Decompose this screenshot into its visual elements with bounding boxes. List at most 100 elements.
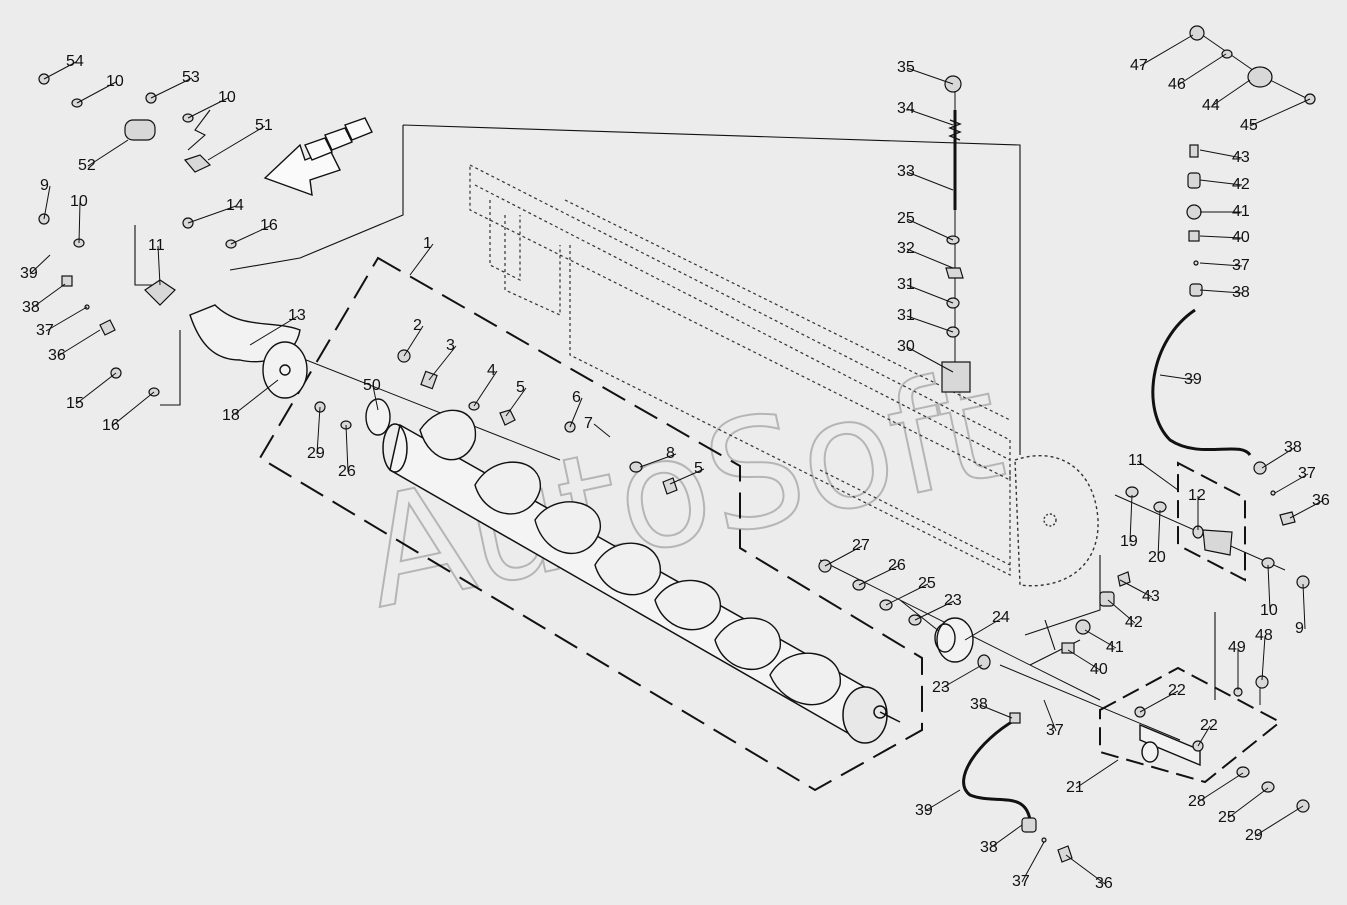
callout-leader: [1199, 289, 1243, 294]
callout-leader: [150, 77, 193, 99]
callout-label: 46: [1168, 76, 1186, 93]
callout-leader: [906, 248, 954, 269]
spring: [948, 119, 962, 141]
callout-label: 10: [1260, 602, 1278, 619]
callout-leader: [1139, 690, 1179, 713]
callout-label: 16: [102, 417, 120, 434]
callout-label: 21: [1066, 779, 1084, 796]
callout-label: 8: [666, 445, 675, 462]
callout-leader: [1107, 599, 1136, 624]
callout-leader: [403, 325, 424, 357]
callout-label: 38: [980, 839, 998, 856]
callout-label: 10: [106, 73, 124, 90]
callout-leader: [1197, 772, 1244, 803]
callout-label: 37: [1046, 722, 1064, 739]
callout-label: 5: [516, 379, 525, 396]
callout-label: 27: [852, 537, 870, 554]
header-frame: [469, 164, 1011, 576]
callout-label: 54: [66, 53, 84, 70]
callout-leader: [1119, 579, 1153, 598]
callout-label: 7: [584, 415, 593, 432]
callout-label: 25: [1218, 809, 1236, 826]
callout-leader: [824, 545, 863, 567]
callout-leader: [409, 243, 434, 276]
callout-label: 38: [1284, 439, 1302, 456]
callout-label: 11: [1128, 452, 1145, 469]
callout-leader: [43, 61, 77, 80]
callout-leader: [906, 284, 954, 304]
callout-label: 34: [897, 100, 915, 117]
callout-label: 41: [1232, 203, 1250, 220]
leader-lines: [134, 109, 1216, 700]
callout-leader: [906, 346, 954, 373]
callout-label: 53: [182, 69, 200, 86]
callout-leader: [1274, 473, 1309, 494]
callout-label: 9: [40, 177, 49, 194]
callout-leader: [906, 218, 954, 241]
callout-label: 9: [1295, 620, 1304, 637]
callout-label: 36: [48, 347, 66, 364]
callout-label: 40: [1090, 661, 1108, 678]
callout-leader: [1065, 854, 1106, 885]
callout-label: 42: [1232, 176, 1250, 193]
callout-label: 15: [66, 395, 84, 412]
callout-label: 52: [78, 157, 96, 174]
callout-label: 5: [694, 460, 703, 477]
callout-leader: [1084, 629, 1117, 649]
callout-leader: [1199, 149, 1243, 159]
callout-label: 42: [1125, 614, 1143, 631]
callout-leader: [669, 468, 705, 485]
callout-leader: [45, 306, 88, 332]
callout-leader: [906, 315, 954, 333]
callout-leader: [505, 387, 527, 417]
callout-leader: [1021, 841, 1045, 883]
bracket: [1139, 723, 1201, 767]
callout-leader: [1199, 235, 1243, 239]
callout-label: 35: [897, 59, 915, 76]
callout-leader: [1261, 447, 1295, 469]
callout-label: 20: [1148, 549, 1166, 566]
callout-label: 2: [413, 317, 422, 334]
callout-leader: [1129, 494, 1133, 543]
callout-leader: [76, 81, 117, 104]
callout-label: 29: [1245, 827, 1263, 844]
callout-leader: [249, 315, 299, 346]
callout-leader: [78, 201, 81, 244]
callout-leader: [941, 664, 983, 689]
callout-leader: [43, 185, 51, 220]
callout-label: 23: [944, 592, 962, 609]
callout-leader: [1137, 460, 1179, 491]
callout-leader: [187, 205, 237, 224]
callout-label: 10: [218, 89, 236, 106]
callout-label: 3: [446, 337, 455, 354]
callout-label: 28: [1188, 793, 1206, 810]
callout-label: 36: [1312, 492, 1330, 509]
callout-label: 38: [1232, 284, 1250, 301]
callout-label: 18: [222, 407, 240, 424]
callout-label: 33: [897, 163, 915, 180]
callout-label: 30: [897, 338, 915, 355]
callout-label: 51: [255, 117, 273, 134]
callout-leader: [1139, 34, 1194, 67]
callout-leader: [1197, 725, 1211, 747]
callout-leader: [57, 329, 101, 357]
callout-leader: [1067, 649, 1101, 671]
callout-leader: [1199, 179, 1243, 186]
callout-label: 50: [363, 377, 381, 394]
callout-leader: [569, 397, 583, 428]
callout-label: 37: [1232, 257, 1250, 274]
callout-label: 43: [1142, 588, 1160, 605]
callout-leader: [1249, 98, 1311, 127]
callout-leader: [75, 372, 117, 405]
callout-leader: [1075, 759, 1119, 789]
callout-leader: [1267, 564, 1271, 612]
callout-leader: [207, 125, 266, 161]
callout-leader: [885, 583, 929, 606]
callout-label: 44: [1202, 97, 1220, 114]
callout-leader: [1177, 53, 1227, 86]
disc: [262, 341, 308, 399]
callout-label: 10: [70, 193, 88, 210]
